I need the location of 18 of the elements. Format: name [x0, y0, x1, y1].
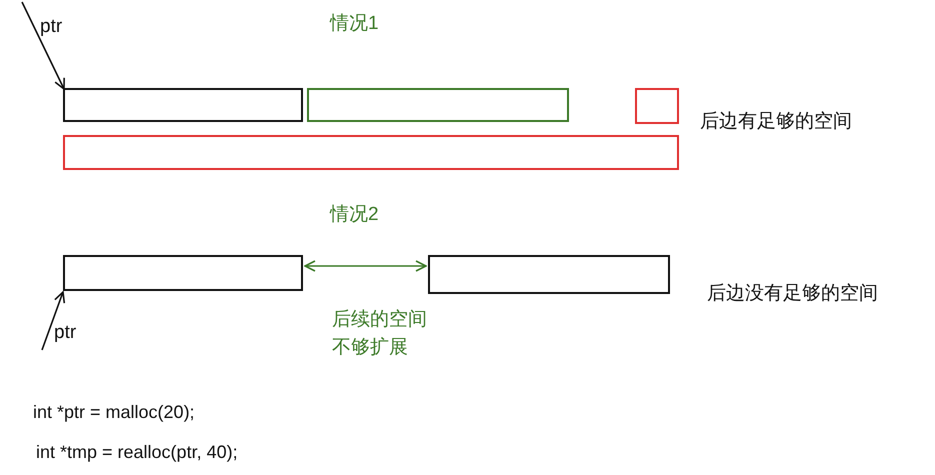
double-arrow — [304, 260, 427, 272]
note-text: 后边没有足够的空间 — [707, 282, 878, 306]
note-text: 后续的空间不够扩展 — [332, 308, 428, 360]
note-text: 后边有足够的空间 — [700, 110, 852, 134]
pointer-label: ptr — [54, 320, 88, 346]
memory-block — [307, 88, 569, 122]
case-label: 情况2 — [330, 203, 379, 227]
memory-block — [63, 135, 679, 170]
case-label: 情况1 — [330, 12, 379, 36]
code-line: int *ptr = malloc(20); — [33, 401, 195, 424]
memory-block — [428, 255, 670, 294]
pointer-label: ptr — [40, 14, 74, 40]
memory-block — [635, 88, 679, 124]
code-line: int *tmp = realloc(ptr, 40); — [36, 441, 238, 464]
memory-block — [63, 255, 303, 291]
arrow — [21, 2, 65, 90]
memory-block — [63, 88, 303, 122]
arrow — [41, 291, 66, 350]
